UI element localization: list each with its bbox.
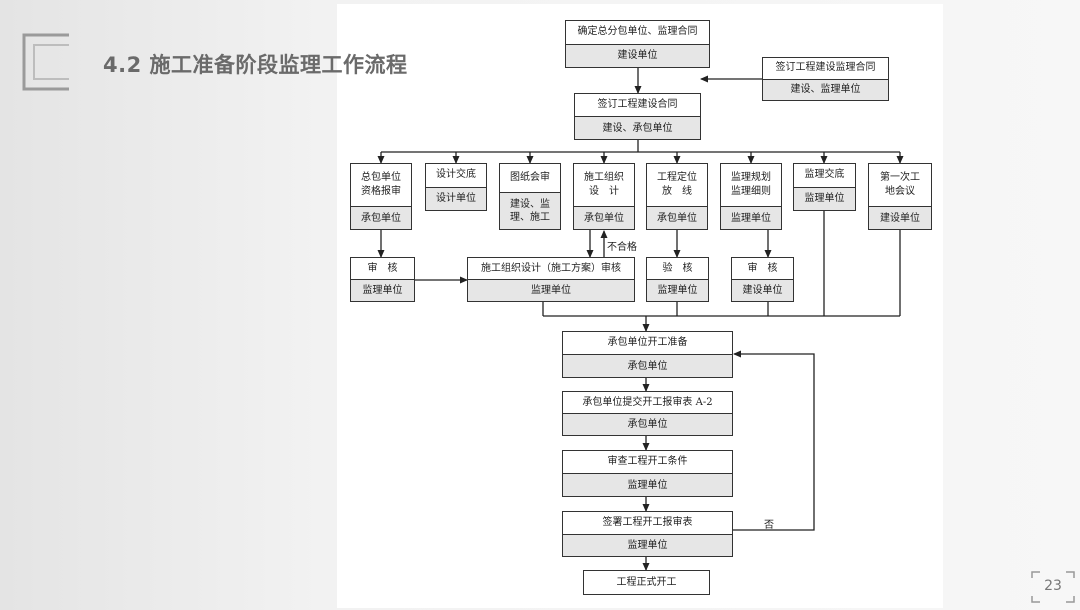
node-org-design-review: 施工组织设计（施工方案）审核 监理单位 [467, 257, 635, 302]
node-first-site-meeting-party: 建设单位 [869, 206, 931, 229]
node-supervision-briefing: 监理交底 监理单位 [793, 163, 856, 211]
node-check-conditions: 审查工程开工条件 监理单位 [562, 450, 733, 497]
node-construction-org-design: 施工组织 设 计 承包单位 [573, 163, 635, 230]
node-review-2-party: 建设单位 [732, 279, 793, 301]
node-first-site-meeting: 第一次工 地会议 建设单位 [868, 163, 932, 230]
node-verification-party: 监理单位 [647, 279, 708, 301]
node-design-briefing: 设计交底 设计单位 [425, 163, 487, 211]
node-sign-supervision-party: 建设、监理单位 [763, 78, 888, 100]
node-contractor-prep-text: 承包单位开工准备 [563, 332, 732, 354]
node-construction-org-design-party: 承包单位 [574, 206, 634, 229]
node-supervision-briefing-party: 监理单位 [794, 186, 855, 210]
node-review-1: 审 核 监理单位 [350, 257, 415, 302]
slide-title: 4.2 施工准备阶段监理工作流程 [103, 53, 408, 77]
node-review-2-text: 审 核 [732, 258, 793, 279]
node-gc-qualification: 总包单位 资格报审 承包单位 [350, 163, 412, 230]
node-positioning-text: 工程定位 放 线 [647, 164, 707, 206]
node-review-2: 审 核 建设单位 [731, 257, 794, 302]
node-drawing-review: 图纸会审 建设、监 理、施工 [499, 163, 561, 230]
node-contractor-prep-party: 承包单位 [563, 354, 732, 377]
node-sign-construction-party: 建设、承包单位 [575, 116, 700, 139]
node-supervision-briefing-text: 监理交底 [794, 164, 855, 187]
node-drawing-review-text: 图纸会审 [500, 164, 560, 192]
node-sign-report-text: 签署工程开工报审表 [563, 512, 732, 534]
node-design-briefing-text: 设计交底 [426, 164, 486, 187]
node-check-conditions-party: 监理单位 [563, 473, 732, 496]
node-check-conditions-text: 审查工程开工条件 [563, 451, 732, 473]
node-determine-contract: 确定总分包单位、监理合同 建设单位 [565, 20, 710, 68]
edge-label-no: 否 [764, 520, 774, 531]
node-positioning-party: 承包单位 [647, 206, 707, 229]
page-number: 23 [1044, 578, 1062, 594]
node-verification-text: 验 核 [647, 258, 708, 279]
node-submit-a2: 承包单位提交开工报审表 A-2 承包单位 [562, 391, 733, 436]
node-submit-a2-text: 承包单位提交开工报审表 A-2 [563, 392, 732, 413]
node-sign-supervision: 签订工程建设监理合同 建设、监理单位 [762, 57, 889, 101]
node-verification: 验 核 监理单位 [646, 257, 709, 302]
node-org-design-review-text: 施工组织设计（施工方案）审核 [468, 258, 634, 279]
node-gc-qualification-text: 总包单位 资格报审 [351, 164, 411, 206]
node-design-briefing-party: 设计单位 [426, 186, 486, 210]
node-construction-org-design-text: 施工组织 设 计 [574, 164, 634, 206]
node-gc-qualification-party: 承包单位 [351, 206, 411, 229]
node-first-site-meeting-text: 第一次工 地会议 [869, 164, 931, 206]
node-supervision-plan-party: 监理单位 [721, 206, 781, 229]
node-sign-construction: 签订工程建设合同 建设、承包单位 [574, 93, 701, 140]
node-sign-report-party: 监理单位 [563, 533, 732, 556]
page-number-bracket-icon [1031, 571, 1075, 603]
node-supervision-plan-text: 监理规划 监理细则 [721, 164, 781, 206]
node-formal-start: 工程正式开工 [583, 570, 710, 595]
node-determine-contract-party: 建设单位 [566, 43, 709, 67]
node-org-design-review-party: 监理单位 [468, 279, 634, 301]
node-review-1-text: 审 核 [351, 258, 414, 279]
node-determine-contract-text: 确定总分包单位、监理合同 [566, 21, 709, 44]
edge-label-fail: 不合格 [607, 242, 637, 253]
node-drawing-review-party: 建设、监 理、施工 [500, 192, 560, 229]
node-sign-construction-text: 签订工程建设合同 [575, 94, 700, 116]
node-review-1-party: 监理单位 [351, 279, 414, 301]
node-sign-supervision-text: 签订工程建设监理合同 [763, 58, 888, 79]
node-supervision-plan: 监理规划 监理细则 监理单位 [720, 163, 782, 230]
node-positioning: 工程定位 放 线 承包单位 [646, 163, 708, 230]
node-submit-a2-party: 承包单位 [563, 413, 732, 435]
node-sign-report: 签署工程开工报审表 监理单位 [562, 511, 733, 557]
corner-bracket-icon [22, 33, 69, 91]
node-contractor-prep: 承包单位开工准备 承包单位 [562, 331, 733, 378]
node-formal-start-text: 工程正式开工 [584, 571, 709, 594]
